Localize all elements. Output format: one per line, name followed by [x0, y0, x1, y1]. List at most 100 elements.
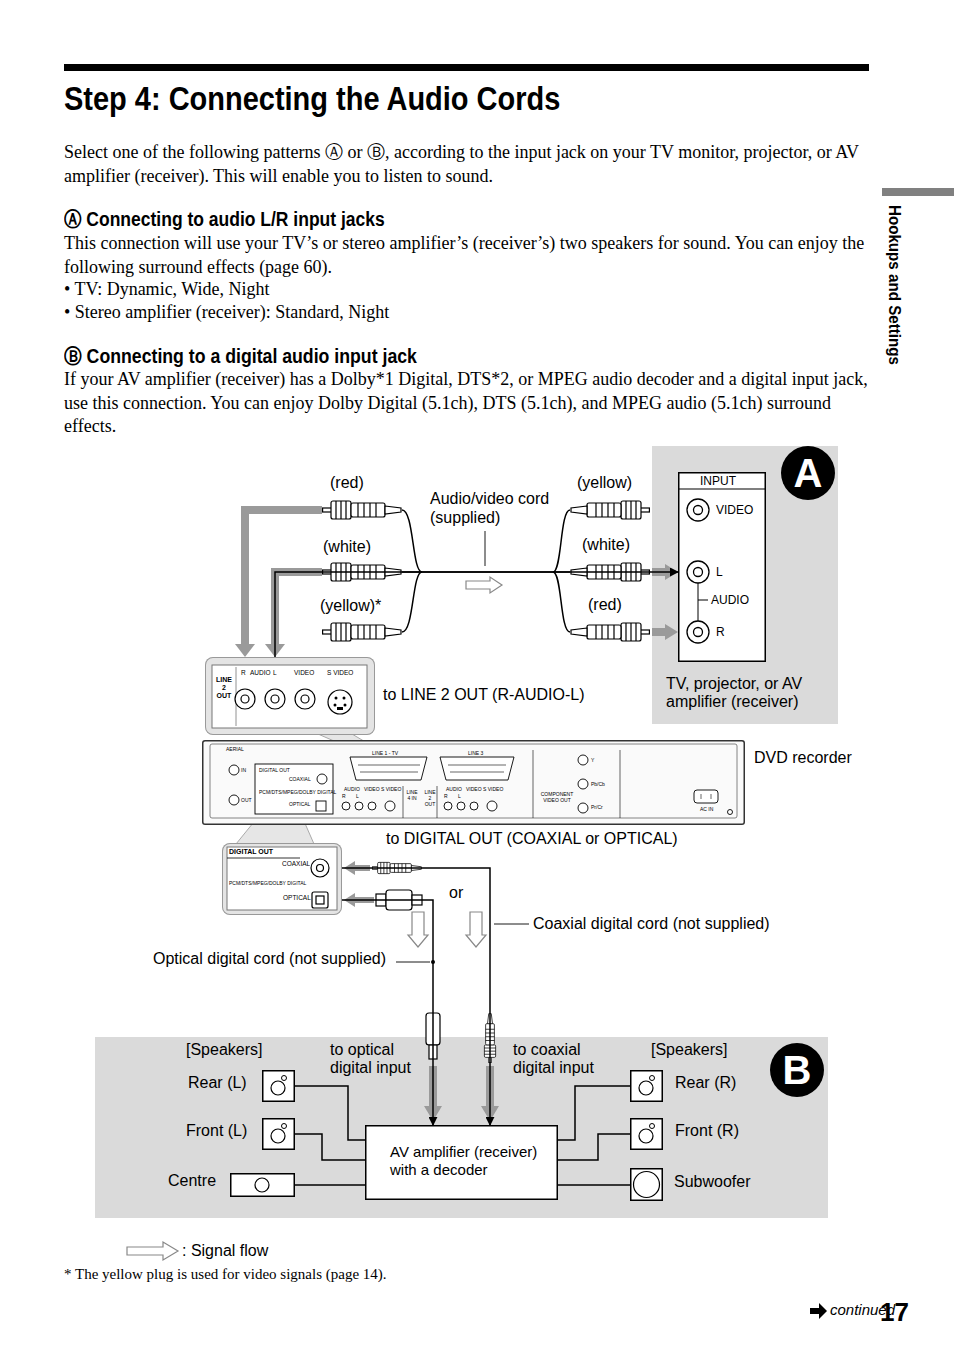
node-label: S VIDEO: [381, 786, 401, 792]
flow-arrow: [275, 572, 322, 646]
node-label: VIDEO: [716, 503, 753, 517]
recorder-rear-panel: [578, 779, 588, 789]
node-label: S VIDEO: [327, 669, 353, 676]
recorder-rear-panel: [342, 802, 350, 810]
node-label: LINE 4 IN: [406, 789, 418, 801]
node-label: R: [444, 793, 448, 799]
speaker-cone: [262, 1118, 295, 1150]
jack-panel: [316, 896, 324, 904]
speaker-cone: [630, 1070, 663, 1102]
text-label: (yellow): [577, 474, 632, 492]
side-tab-bar: [882, 188, 954, 196]
node-label: LINE 3: [468, 750, 483, 756]
text-label: (white): [582, 536, 630, 554]
speaker-cone: [282, 1076, 287, 1081]
text-label: (yellow)*: [320, 597, 381, 615]
text-label: (red): [330, 474, 364, 492]
recorder-rear-panel: [229, 795, 239, 805]
audio-cord: [553, 572, 570, 632]
cable-connector: [558, 1184, 630, 1186]
recorder-rear-panel: [728, 810, 733, 815]
flow-arrow: [245, 510, 322, 646]
text-label: (red): [588, 596, 622, 614]
node-label: OPTICAL: [283, 894, 311, 901]
text-label: Ⓑ Connecting to a digital audio input ja…: [64, 344, 417, 368]
speaker-cone: [271, 1129, 285, 1143]
speaker-cone: [630, 1118, 663, 1150]
input-jacks: [687, 499, 709, 643]
speaker-cone: [230, 1173, 295, 1197]
node-label: LINE 2 OUT: [215, 676, 233, 700]
speaker-cone: [639, 1129, 653, 1143]
node-label: PCM/DTS/MPEG/DOLBY DIGITAL: [259, 789, 336, 795]
text-label: Audio/video cord (supplied): [430, 489, 565, 527]
node-label: AUDIO: [446, 786, 462, 792]
text-label: or: [449, 884, 463, 902]
speaker: Front (R): [630, 1118, 663, 1150]
text-label: • Stereo amplifier (receiver): Standard,…: [64, 301, 869, 325]
node-label: AV amplifier (receiver) with a decoder: [390, 1143, 555, 1179]
recorder-rear-panel: [487, 801, 497, 811]
text-label: to DIGITAL OUT (COAXIAL or OPTICAL): [386, 830, 678, 848]
jack-panel: [212, 665, 367, 728]
node-label: Pr/Cr: [591, 804, 603, 810]
text-label: Optical digital cord (not supplied): [153, 950, 386, 968]
speaker-cone: [262, 1070, 295, 1102]
speaker: Front (L): [262, 1118, 295, 1150]
node-label: L: [716, 565, 723, 579]
node-label: R: [342, 793, 346, 799]
flow-arrow: [354, 868, 374, 900]
node-label: Front (R): [675, 1122, 739, 1140]
speaker: Subwoofer: [630, 1168, 663, 1201]
amplifier-box: AV amplifier (receiver) with a decoder: [365, 1125, 558, 1200]
node-label: PCM/DTS/MPEG/DOLBY DIGITAL: [229, 880, 306, 886]
node-label: Rear (R): [675, 1074, 736, 1092]
recorder-rear-panel: [440, 757, 514, 780]
recorder-rear-panel: [317, 774, 327, 784]
audio-cord: [402, 572, 422, 632]
recorder-rear-panel: [444, 802, 452, 810]
recorder-rear-panel: [385, 801, 395, 811]
continued-arrow: [810, 1303, 827, 1319]
node-label: OUT: [241, 797, 252, 803]
node-label: AERIAL: [226, 746, 244, 752]
audio-cord: [402, 510, 422, 572]
recorder-rear-panel: [694, 790, 718, 803]
text-label: 17: [880, 1297, 909, 1327]
node-label: Y: [591, 757, 594, 763]
node-label: R: [716, 625, 725, 639]
speaker-cone: [271, 1081, 285, 1095]
rca-plug: [571, 501, 649, 519]
recorder-rear-panel: [350, 757, 427, 780]
node-label: Front (L): [186, 1122, 247, 1140]
node-label: OPTICAL: [289, 801, 310, 807]
speaker-cone: [630, 1168, 663, 1201]
node-label: INPUT: [700, 474, 736, 488]
jack-panel: [311, 859, 329, 908]
speaker-cone: [634, 1172, 660, 1198]
node-label: Centre: [168, 1172, 216, 1190]
text-label: DVD recorder: [754, 749, 852, 767]
cable-connector: [275, 572, 678, 657]
continued-arrow: [810, 1303, 827, 1319]
cable-connector: [342, 900, 433, 1125]
text-label: to optical digital input: [330, 1041, 430, 1077]
rca-plug: [323, 623, 401, 641]
cable-connector: [558, 1086, 630, 1140]
recorder-rear-panel: [316, 801, 326, 811]
input-jacks: [694, 568, 703, 577]
node-label: LINE 1 - TV: [372, 750, 398, 756]
jack-panel: [265, 689, 285, 709]
node-label: S VIDEO: [483, 786, 503, 792]
text-label: If your AV amplifier (receiver) has a Do…: [64, 368, 869, 439]
text-label: [Speakers]: [186, 1041, 262, 1059]
jack-panel: [235, 689, 255, 709]
recorder-rear-panel: [470, 802, 478, 810]
speaker: Centre: [230, 1173, 295, 1197]
text-label: Ⓐ Connecting to audio L/R input jacks: [64, 207, 385, 231]
node-label: VIDEO: [364, 786, 380, 792]
rca-plug: [323, 501, 401, 519]
jack-panel-zoom: DIGITAL OUTCOAXIALPCM/DTS/MPEG/DOLBY DIG…: [222, 843, 342, 915]
flow-arrow-head: [235, 644, 285, 657]
